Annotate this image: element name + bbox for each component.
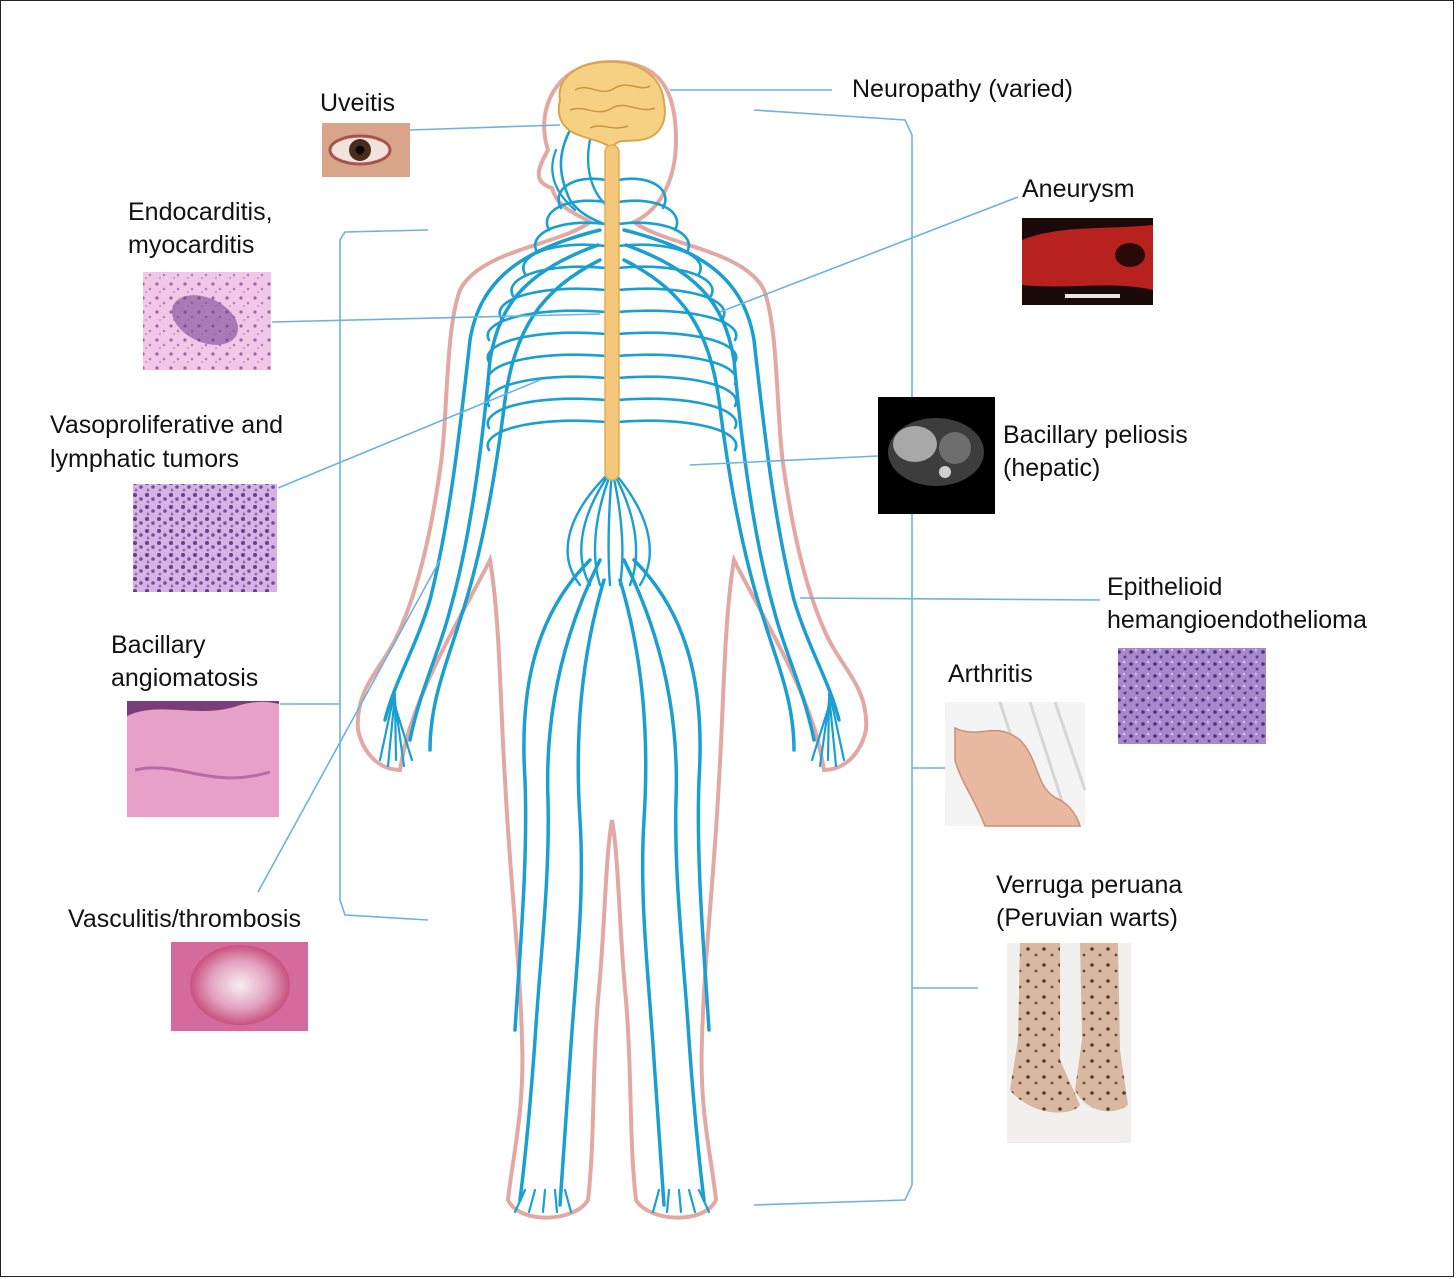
label-peliosis-line2: (hepatic) (1003, 454, 1101, 482)
finger-nerve-right (810, 704, 831, 762)
finger-nerve-right (827, 688, 846, 762)
bracket-right (753, 109, 913, 1206)
finger-nerve-right (827, 692, 838, 768)
label-ehe-line1: Epithelioid (1107, 573, 1223, 601)
intercostal-nerve-right (616, 199, 679, 232)
finger-nerve-left (378, 688, 397, 762)
connector-lines (257, 89, 1101, 1206)
arthritis-photo (945, 701, 1087, 827)
toe-nerve-left (541, 1188, 547, 1214)
brain (557, 60, 666, 150)
body-outline (355, 59, 869, 1220)
label-peliosis-line1: Bacillary peliosis (1003, 421, 1188, 449)
endocarditis-histology (143, 272, 271, 370)
ehe-histology (1118, 648, 1266, 744)
arm-nerve-left-1 (383, 228, 602, 722)
cauda-equina-nerve (610, 468, 651, 587)
spinal-cord (604, 144, 620, 481)
intercostal-nerve-left (557, 177, 608, 210)
label-vaso-line1: Vasoproliferative and (50, 411, 284, 439)
label-angiomatosis-line2: angiomatosis (111, 664, 259, 692)
label-vasculitis: Vasculitis/thrombosis (68, 905, 301, 933)
toe-nerve-right (651, 1188, 661, 1214)
connector-peliosis (689, 455, 879, 466)
arm-nerve-right-1 (622, 228, 841, 722)
connector-ehe (799, 597, 1101, 601)
toe-nerve-left (527, 1188, 537, 1214)
label-arthritis: Arthritis (948, 660, 1033, 688)
intercostal-nerve-right (616, 309, 738, 342)
toe-nerve-left (563, 1188, 573, 1214)
intercostal-nerve-left (486, 375, 608, 408)
leg-nerve-right-1 (622, 558, 706, 1202)
intercostal-nerve-right (616, 419, 738, 452)
intercostal-nerve-left (486, 331, 608, 364)
intercostal-nerve-left (486, 419, 608, 452)
intercostal-nerve-left (545, 199, 608, 232)
toe-nerve-left (513, 1188, 527, 1214)
facial-nerve-left (551, 148, 577, 212)
label-angiomatosis-line1: Bacillary (111, 631, 206, 659)
intercostal-nerve-left (486, 397, 608, 430)
label-ehe-line2: hemangioendothelioma (1107, 606, 1367, 634)
vaso-histology (133, 484, 277, 592)
label-verruga-line1: Verruga peruana (996, 871, 1183, 899)
intercostal-nerve-right (616, 221, 691, 254)
uveitis-photo (322, 123, 410, 177)
brain-folds (569, 84, 656, 129)
connector-aneurysm (719, 196, 1019, 313)
cauda-equina-nerve (593, 468, 614, 587)
intercostal-nerve-right (616, 287, 726, 320)
connector-endocarditis (271, 313, 601, 323)
intercostal-nerve-left (498, 287, 608, 320)
connector-vasculitis (257, 559, 441, 893)
cauda-equina-nerve (607, 468, 614, 587)
toe-nerve-right (665, 1188, 671, 1214)
label-neuropathy: Neuropathy (varied) (852, 75, 1073, 103)
arm-nerve-right-3 (622, 258, 796, 752)
toe-nerve-left (553, 1188, 559, 1214)
cranial-nerve-left (559, 128, 608, 227)
label-uveitis: Uveitis (320, 89, 396, 117)
leg-nerve-right-3 (632, 558, 711, 1032)
angiomatosis-histology (127, 701, 279, 817)
leg-nerve-left-1 (518, 558, 602, 1202)
cauda-equina-nerve (580, 468, 614, 587)
label-aneurysm: Aneurysm (1022, 175, 1135, 203)
toe-nerve-right (697, 1188, 711, 1214)
connector-uveitis (409, 124, 561, 131)
intercostal-nerve-right (616, 397, 738, 430)
label-verruga-line2: (Peruvian warts) (996, 904, 1178, 932)
label-endocarditis-line1: Endocarditis, (128, 198, 273, 226)
peliosis-mri (878, 397, 995, 514)
arm-nerve-right-2 (624, 243, 816, 742)
cranial-nerve-left-2 (586, 138, 608, 207)
finger-nerve-left (386, 692, 397, 768)
aneurysm-photo (1022, 218, 1153, 305)
bracket-left (339, 229, 429, 921)
leg-nerve-left-2 (558, 578, 606, 1207)
toe-nerve-right (687, 1188, 697, 1214)
arm-nerve-left-2 (408, 243, 600, 742)
label-vaso-line2: lymphatic tumors (50, 445, 239, 473)
finger-nerve-left (393, 704, 414, 762)
label-endocarditis-line2: myocarditis (128, 231, 255, 259)
verruga-photo (1007, 943, 1131, 1143)
vasculitis-histology (171, 942, 308, 1031)
intercostal-nerve-left (486, 309, 608, 342)
toe-nerve-right (677, 1188, 683, 1214)
intercostal-nerve-right (616, 331, 738, 364)
leg-nerve-left-3 (513, 558, 592, 1032)
leg-nerve-right-2 (618, 578, 666, 1207)
intercostal-nerve-right (616, 375, 738, 408)
intercostal-nerve-left (533, 221, 608, 254)
connector-vaso (277, 379, 541, 489)
cauda-equina-nerve (610, 468, 624, 587)
intercostal-nerve-right (616, 177, 667, 210)
